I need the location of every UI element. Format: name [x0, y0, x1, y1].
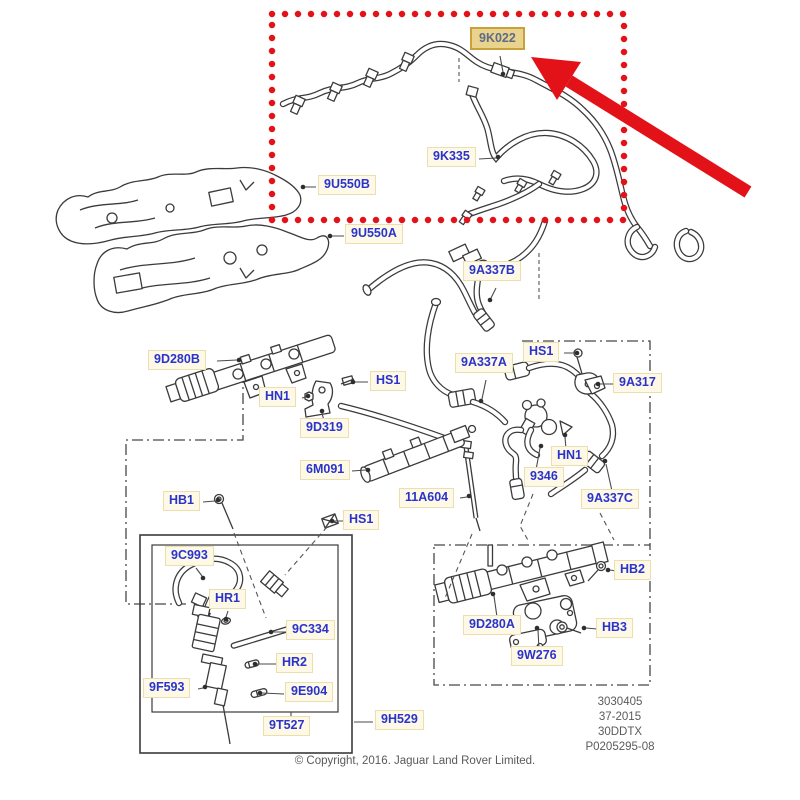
injector-pump-assembly	[505, 398, 573, 501]
bolt-HB2	[587, 560, 607, 582]
part-label-9U550A[interactable]: 9U550A	[345, 224, 403, 244]
pipe-bracket-chain-9A317-9A337C	[503, 348, 613, 494]
part-label-9T527[interactable]: 9T527	[263, 716, 311, 736]
part-label-9D319[interactable]: 9D319	[300, 418, 349, 438]
injector-9F593	[191, 603, 231, 745]
ref-code-line: 30DDTX	[597, 726, 643, 738]
part-label-hb1[interactable]: HB1	[163, 491, 201, 511]
injector-kit-box	[139, 534, 353, 754]
bracket-9D319	[304, 375, 355, 418]
part-label-hb3[interactable]: HB3	[596, 618, 634, 638]
fuel-hose-9K335	[458, 85, 596, 226]
part-label-hn1-2[interactable]: HN1	[551, 446, 589, 466]
ref-code-line: 37-2015	[598, 711, 642, 723]
part-label-9H529[interactable]: 9H529	[375, 710, 424, 730]
ref-code-line: P0205295-08	[585, 741, 655, 753]
part-label-hn1-1[interactable]: HN1	[259, 387, 297, 407]
part-label-9F593[interactable]: 9F593	[143, 678, 191, 698]
part-label-hs1-2[interactable]: HS1	[343, 510, 380, 530]
part-label-9K335[interactable]: 9K335	[427, 147, 476, 167]
part-label-9A317[interactable]: 9A317	[613, 373, 662, 393]
fuel-rail-9D280B	[165, 334, 336, 403]
part-label-9D280A[interactable]: 9D280A	[463, 615, 521, 635]
part-label-9A337A[interactable]: 9A337A	[455, 353, 513, 373]
ref-code-line: 3030405	[597, 696, 643, 708]
part-label-9D280B[interactable]: 9D280B	[148, 350, 206, 370]
fuel-rail-6M091	[341, 406, 477, 483]
red-arrow	[531, 57, 752, 198]
assembly-dashed-leaders	[233, 493, 615, 619]
copyright-text: © Copyright, 2016. Jaguar Land Rover Lim…	[294, 755, 536, 767]
part-label-hr1[interactable]: HR1	[209, 589, 247, 609]
glow-plug-11A604	[459, 439, 481, 532]
engine-cover-lower-9U550A	[93, 224, 330, 314]
connector-in-kit	[259, 570, 289, 598]
part-label-9E904[interactable]: 9E904	[285, 682, 334, 702]
part-label-hs1-3[interactable]: HS1	[523, 342, 560, 362]
fuel-pipe-9A337A	[427, 297, 505, 423]
part-label-9A337B[interactable]: 9A337B	[463, 261, 521, 281]
part-label-9C334[interactable]: 9C334	[286, 620, 335, 640]
diagram-reference-codes: 3030405 37-2015 30DDTX P0205295-08	[570, 695, 670, 755]
part-label-9K022[interactable]: 9K022	[470, 27, 525, 50]
dash-dot-region-left	[125, 372, 244, 605]
part-label-9346[interactable]: 9346	[524, 467, 564, 487]
part-label-6M091[interactable]: 6M091	[300, 460, 351, 480]
fuel-hose-assembly-9K022	[283, 44, 701, 259]
part-label-9U550B[interactable]: 9U550B	[318, 175, 376, 195]
part-label-9W276[interactable]: 9W276	[511, 646, 563, 666]
bolt-HB3	[556, 621, 582, 634]
part-label-hs1-1[interactable]: HS1	[370, 371, 407, 391]
part-label-hb2[interactable]: HB2	[614, 560, 652, 580]
callout-leaders	[195, 55, 617, 723]
part-label-hr2[interactable]: HR2	[276, 653, 314, 673]
part-label-9A337C[interactable]: 9A337C	[581, 489, 639, 509]
part-label-11A604[interactable]: 11A604	[399, 488, 455, 508]
red-highlight-group	[268, 10, 752, 224]
engine-cover-upper-9U550B	[55, 166, 302, 245]
part-label-9C993[interactable]: 9C993	[165, 546, 214, 566]
fuel-pipe-9A337B	[362, 262, 475, 313]
dash-dot-region-right	[433, 340, 651, 686]
fuel-rail-9D280A	[434, 541, 609, 604]
